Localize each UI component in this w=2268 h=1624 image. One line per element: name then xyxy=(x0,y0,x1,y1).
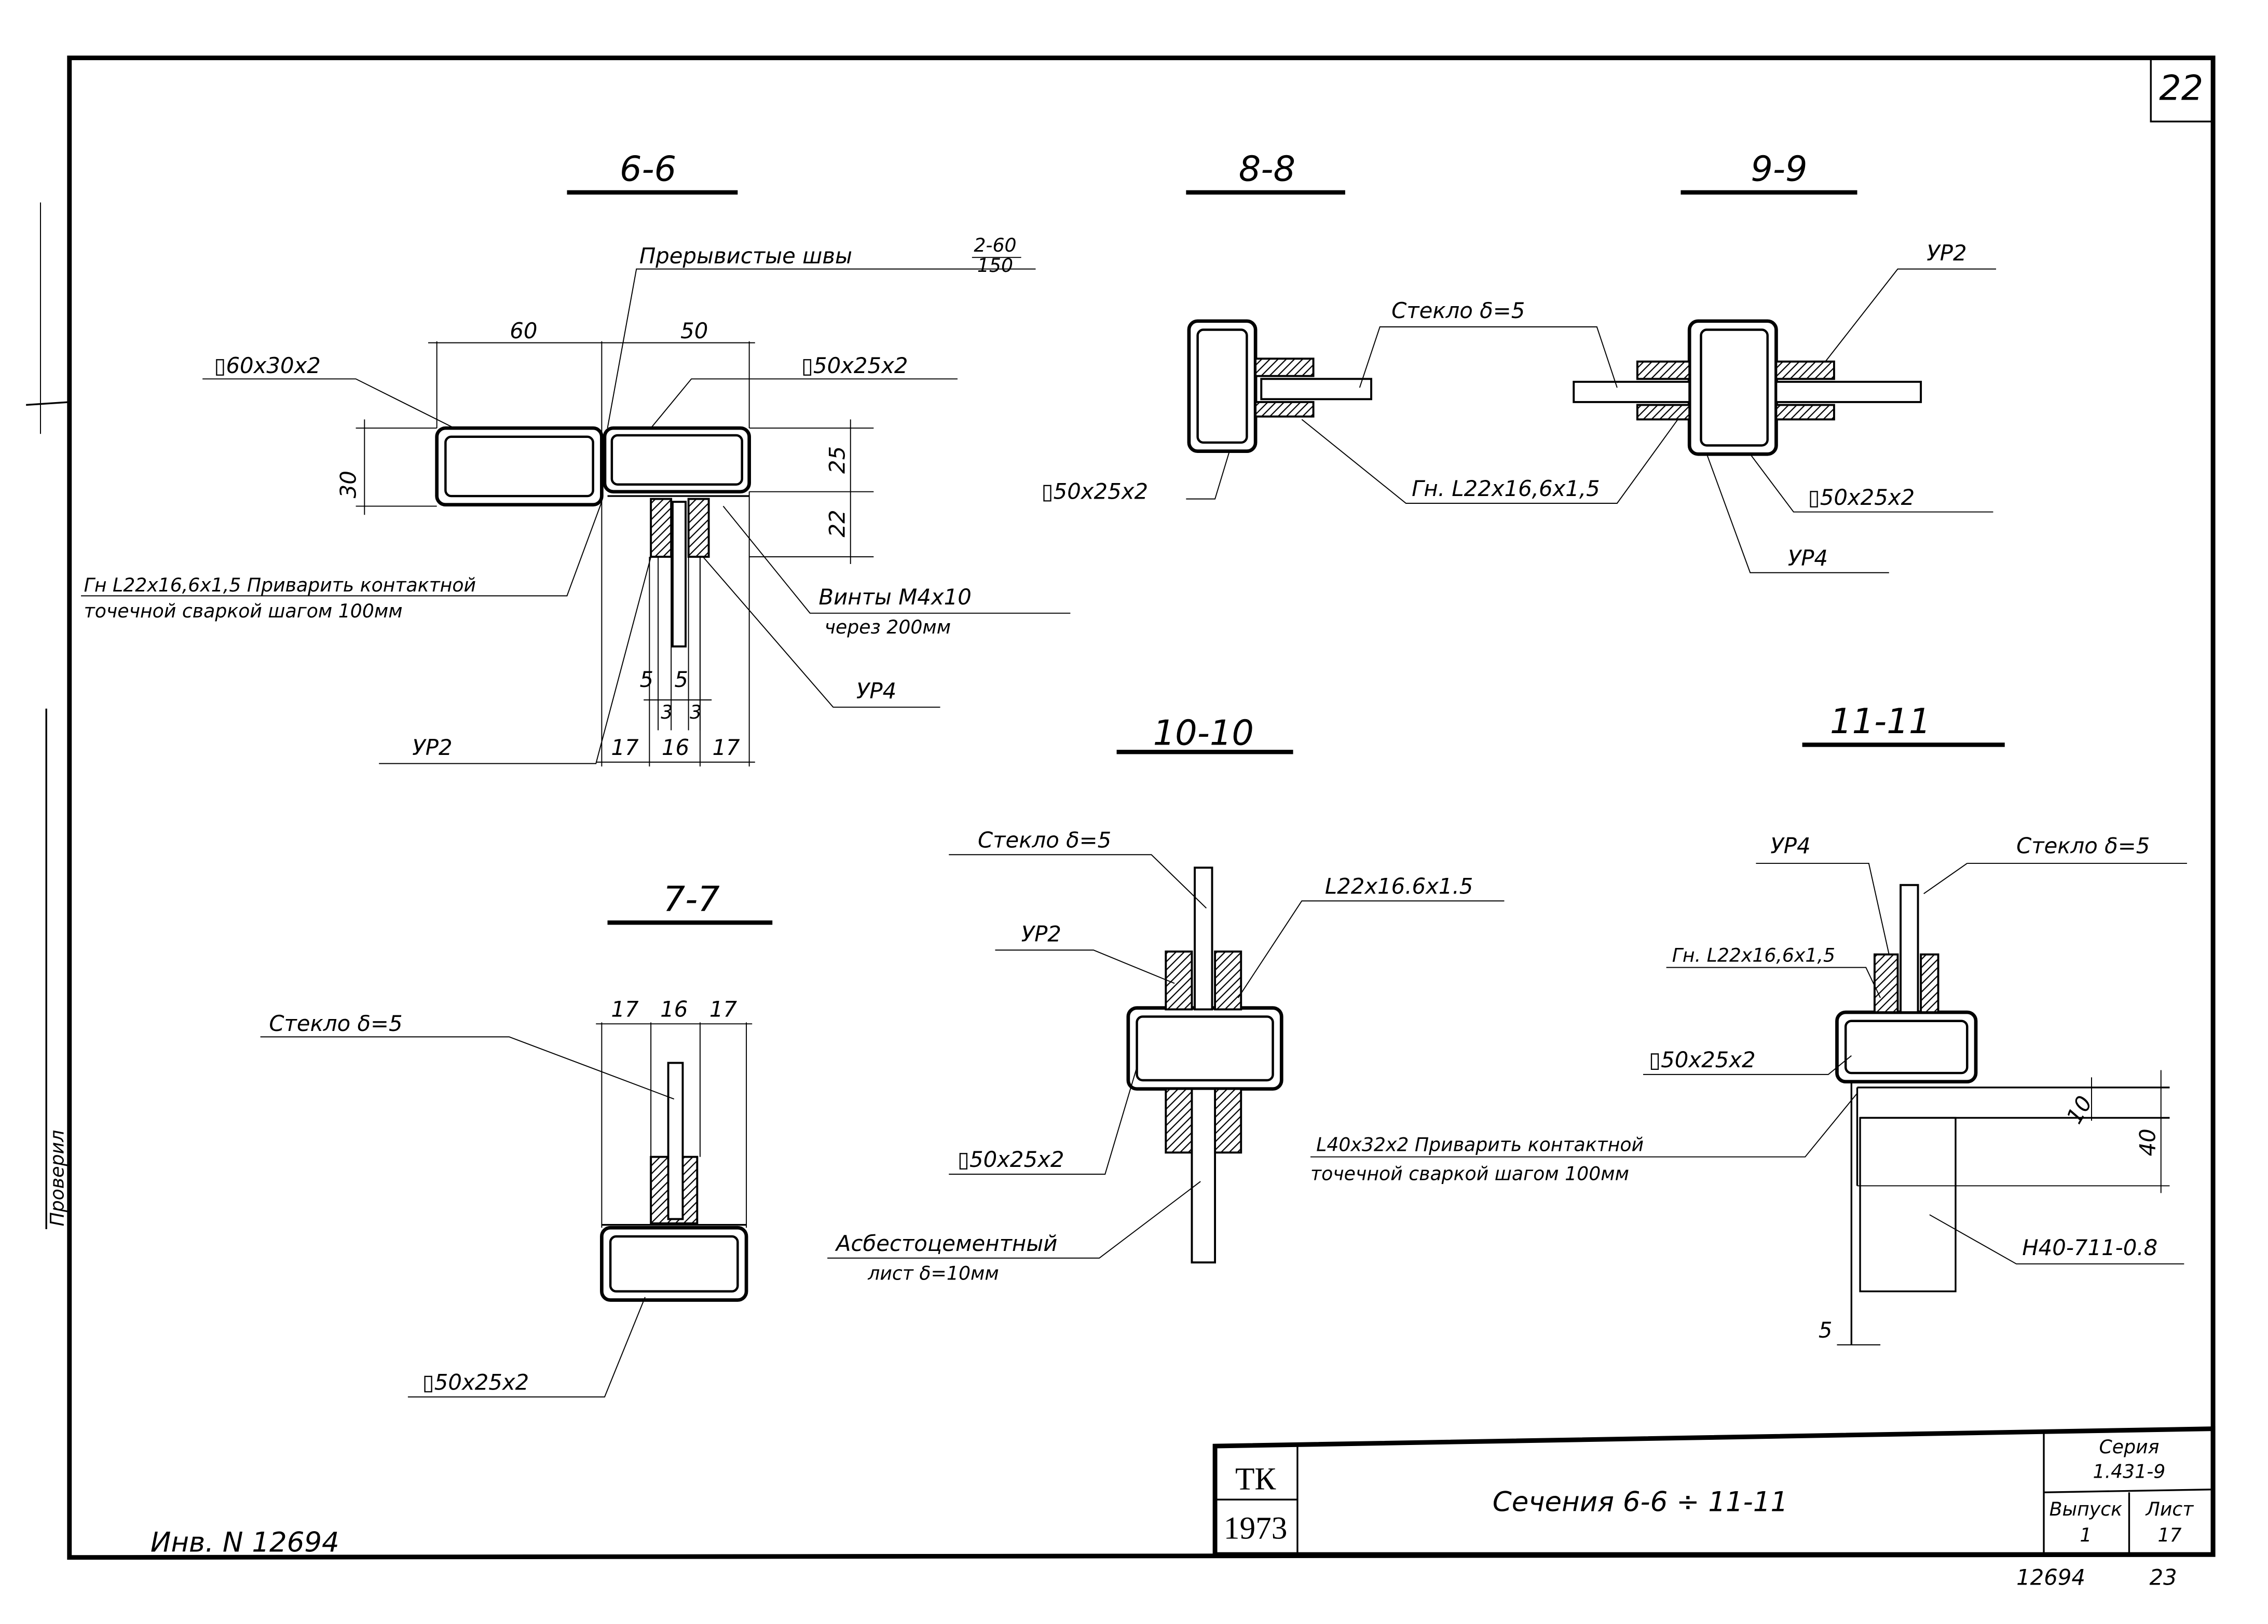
bottom-stamp-right: 23 xyxy=(2149,1565,2177,1590)
gasket-ur4-label: УР4 xyxy=(1770,833,1810,858)
asbestos-line1: Асбестоцементный xyxy=(835,1231,1058,1256)
gasket-ur2-label: УР2 xyxy=(1021,921,1061,946)
dim-60: 60 xyxy=(510,318,537,343)
dim-5b: 5 xyxy=(674,667,688,692)
section-title: 9-9 xyxy=(1751,148,1807,189)
org-code: ТК xyxy=(1235,1462,1276,1497)
page-number: 22 xyxy=(2159,67,2203,108)
series-label: Серия xyxy=(2099,1436,2160,1458)
tube-label: ▯50x25x2 xyxy=(1042,479,1148,504)
profile-label: Н40-711-0.8 xyxy=(2022,1235,2157,1260)
dim-3a: 3 xyxy=(661,701,673,723)
angle2-line2: точечной сваркой шагом 100мм xyxy=(1310,1162,1629,1185)
margin-stamp-checked: Проверил xyxy=(46,1130,69,1227)
sheet-title: Сечения 6-6 ÷ 11-11 xyxy=(1493,1487,1788,1518)
section-9-9: 9-9 УР2 ▯50x25x2 УР4 xyxy=(1573,148,1997,573)
issue-value: 1 xyxy=(2080,1524,2092,1546)
bottom-stamp-left: 12694 xyxy=(2016,1565,2085,1590)
weld-numerator: 2-60 xyxy=(974,234,1016,256)
screws-line1: Винты М4x10 xyxy=(818,584,971,610)
angle-note-line1: Гн L22x16,6x1,5 Приварить контактной xyxy=(84,574,476,596)
dim-25: 25 xyxy=(825,446,850,474)
asbestos-line2: лист δ=10мм xyxy=(867,1262,999,1285)
angle-label: Гн. L22x16,6x1,5 xyxy=(1412,476,1600,501)
section-10-10: 10-10 Стекло δ=5 L22x16.6x1.5 УР2 ▯50x25… xyxy=(827,712,1505,1285)
section-title: 6-6 xyxy=(620,148,676,189)
dim-17a: 17 xyxy=(611,735,639,760)
title-block: ТК 1973 Сечения 6-6 ÷ 11-11 Серия 1.431-… xyxy=(1212,1426,2216,1557)
dim-16: 16 xyxy=(660,996,688,1022)
angle2-line1: L40x32x2 Приварить контактной xyxy=(1316,1134,1644,1156)
dim-5a: 5 xyxy=(639,667,653,692)
section-title: 10-10 xyxy=(1153,712,1254,753)
section-7-7: 7-7 17 16 17 Стекло δ=5 ▯50x25x2 xyxy=(260,879,773,1398)
tube-right-label: ▯50x25x2 xyxy=(801,353,908,378)
gasket-ur2-label: УР2 xyxy=(412,735,452,760)
sheet-value: 17 xyxy=(2157,1524,2181,1546)
dim-17b: 17 xyxy=(712,735,740,760)
dim-3b: 3 xyxy=(690,701,702,723)
tube-label: ▯50x25x2 xyxy=(958,1147,1064,1172)
series-value: 1.431-9 xyxy=(2093,1460,2166,1482)
dim-30: 30 xyxy=(336,471,361,498)
glass-label: Стекло δ=5 xyxy=(2016,833,2150,858)
glass-label: Стекло δ=5 xyxy=(1391,298,1525,323)
year: 1973 xyxy=(1224,1510,1288,1546)
dim-5: 5 xyxy=(1819,1317,1833,1343)
inventory-number: Инв. N 12694 xyxy=(151,1527,339,1559)
section-6-6: 6-6 60 50 30 25 22 17 16 17 5 5 3 3 Прер… xyxy=(81,148,1071,767)
page-number-box: 22 xyxy=(2150,58,2214,122)
tube-label: ▯50x25x2 xyxy=(1808,485,1915,510)
dim-17b: 17 xyxy=(709,996,737,1022)
angle-note-line2: точечной сваркой шагом 100мм xyxy=(84,600,403,622)
shared-8-9-labels: Стекло δ=5 Гн. L22x16,6x1,5 xyxy=(1301,298,1678,504)
dim-16: 16 xyxy=(662,735,689,760)
tube-label: ▯50x25x2 xyxy=(422,1369,529,1395)
gasket-ur2-label: УР2 xyxy=(1927,240,1966,266)
angle-label: Гн. L22x16,6x1,5 xyxy=(1672,944,1835,966)
gasket-ur4-label: УР4 xyxy=(856,678,896,704)
weld-denominator: 150 xyxy=(977,254,1013,277)
screws-line2: через 200мм xyxy=(825,616,951,638)
tube-label: ▯50x25x2 xyxy=(1649,1047,1755,1072)
dim-22: 22 xyxy=(825,510,850,537)
tube-left-label: ▯60x30x2 xyxy=(214,353,320,378)
dim-40: 40 xyxy=(2135,1128,2161,1156)
section-title: 11-11 xyxy=(1830,701,1931,741)
dim-17a: 17 xyxy=(611,996,639,1022)
weld-note: Прерывистые швы xyxy=(639,243,852,268)
section-title: 7-7 xyxy=(663,879,720,919)
section-8-8: 8-8 ▯50x25x2 xyxy=(1042,148,1373,504)
gasket-ur4-label: УР4 xyxy=(1788,545,1828,571)
sheet-label: Лист xyxy=(2145,1498,2194,1520)
issue-label: Выпуск xyxy=(2050,1498,2122,1520)
sheet-frame xyxy=(26,56,2216,1560)
section-11-11: 11-11 10 40 5 УР4 Стекло δ=5 Гн. L22x16,… xyxy=(1310,701,2187,1345)
glass-label: Стекло δ=5 xyxy=(978,827,1111,852)
section-title: 8-8 xyxy=(1239,148,1295,189)
angle-label: L22x16.6x1.5 xyxy=(1325,873,1473,899)
glass-label: Стекло δ=5 xyxy=(269,1011,402,1036)
dim-50: 50 xyxy=(680,318,708,343)
margin-stamp: Проверил xyxy=(45,708,69,1230)
